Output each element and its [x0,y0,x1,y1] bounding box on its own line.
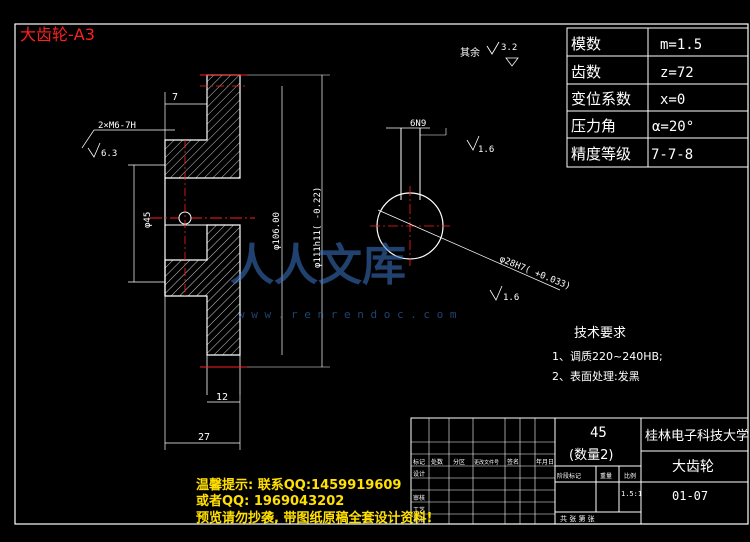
drawing-border [14,23,749,525]
title-block: 标记 处数 分区 更改文件号 签名 年月日 设计 审核 工艺 批准 45 (数量… [410,417,749,525]
param-name-pressure-angle: 压力角 [571,117,616,135]
tb-row-process: 工艺 [413,506,425,514]
tech-item-1: 1、调质220~240HB; [552,350,663,363]
roughness-6-3: 6.3 [101,149,117,159]
dim-keyway-width: 6N9 [410,119,426,129]
tb-row-review: 审核 [413,494,425,502]
tb-hdr-docno: 更改文件号 [474,459,499,466]
watermark-url: w w w . r e n r e n d o c . c o m [238,308,457,321]
param-name-shift: 变位系数 [571,90,631,108]
tb-hdr-mark: 标记 [413,458,425,466]
dim-bore: φ28H7( +0.033) [498,255,572,293]
notice-line-1: 温馨提示: 联系QQ:1459919609 [196,477,401,493]
drawing-title: 大齿轮-A3 [20,25,95,44]
tb-part-name: 大齿轮 [672,459,714,475]
tb-row-approve: 批准 [413,516,425,524]
tb-hdr-sign: 签名 [507,458,519,466]
tb-weight: 重量 [600,472,612,480]
dim-12: 12 [216,392,228,403]
tb-sheets: 共 张 第 张 [560,514,595,523]
dim-thread: 2×M6-7H [98,121,136,131]
tb-stage-mark: 阶段标记 [557,472,581,480]
section-dimensions: 7 2×M6-7H 6.3 φ45 φ106.00 φ111h11( -0.22… [81,74,330,450]
tb-row-design: 设计 [413,470,425,478]
param-name-teeth: 齿数 [571,63,601,81]
roughness-1-6-a: 1.6 [478,145,494,155]
tech-heading: 技术要求 [574,326,626,341]
dim-phi106: φ106.00 [272,212,282,250]
roughness-symbol-icon [489,285,503,301]
tb-university: 桂林电子科技大学 [645,428,749,444]
param-value-accuracy: 7-7-8 [651,147,693,163]
roughness-symbol-icon [87,142,101,158]
roughness-symbol-icon [486,41,500,55]
dim-phi45: φ45 [143,212,153,228]
param-name-accuracy: 精度等级 [571,145,631,163]
tb-hdr-count: 处数 [431,458,443,466]
roughness-rest-label: 其余 [460,46,480,59]
notice-line-2: 或者QQ: 1969043202 [196,493,344,509]
watermark-brand: 人人文库 [230,240,406,291]
param-value-pressure-angle: α=20° [652,119,694,135]
gear-section-view [150,74,255,395]
tb-hdr-zone: 分区 [453,458,465,466]
tb-quantity: (数量2) [569,448,613,463]
param-value-shift: x=0 [660,92,685,108]
dim-27: 27 [198,432,210,443]
param-value-teeth: z=72 [660,65,694,81]
watermark: 人人文库 w w w . r e n r e n d o c . c o m [230,240,457,321]
tb-scale-label: 比例 [624,472,636,480]
param-name-module: 模数 [571,35,601,53]
roughness-1-6-bottom: 1.6 [489,285,519,303]
roughness-1-6-b: 1.6 [503,293,519,303]
roughness-symbol-icon [466,135,480,151]
dim-phi111: φ111h11( -0.22) [313,187,323,268]
dim-7: 7 [172,92,178,103]
view-triangle-icon [505,57,519,67]
tb-drawing-no: 01-07 [672,489,708,503]
roughness-1-6-top: 1.6 [466,135,494,155]
notice: 温馨提示: 联系QQ:1459919609 或者QQ: 1969043202 预… [196,477,432,526]
roughness-rest: 其余 3.2 [460,41,517,59]
notice-line-3: 预览请勿抄袭, 带图纸原稿全套设计资料! [196,510,432,526]
roughness-rest-value: 3.2 [501,43,517,53]
gear-params-table: 模数 m=1.5 齿数 z=72 变位系数 x=0 压力角 α=20° 精度等级… [566,27,749,168]
tb-material: 45 [590,425,607,441]
tech-item-2: 2、表面处理:发黑 [552,369,640,383]
tb-scale: 1.5:1 [621,490,642,498]
tb-hdr-date: 年月日 [536,458,554,466]
param-value-module: m=1.5 [660,37,702,53]
technical-requirements: 技术要求 1、调质220~240HB; 2、表面处理:发黑 [552,326,663,383]
